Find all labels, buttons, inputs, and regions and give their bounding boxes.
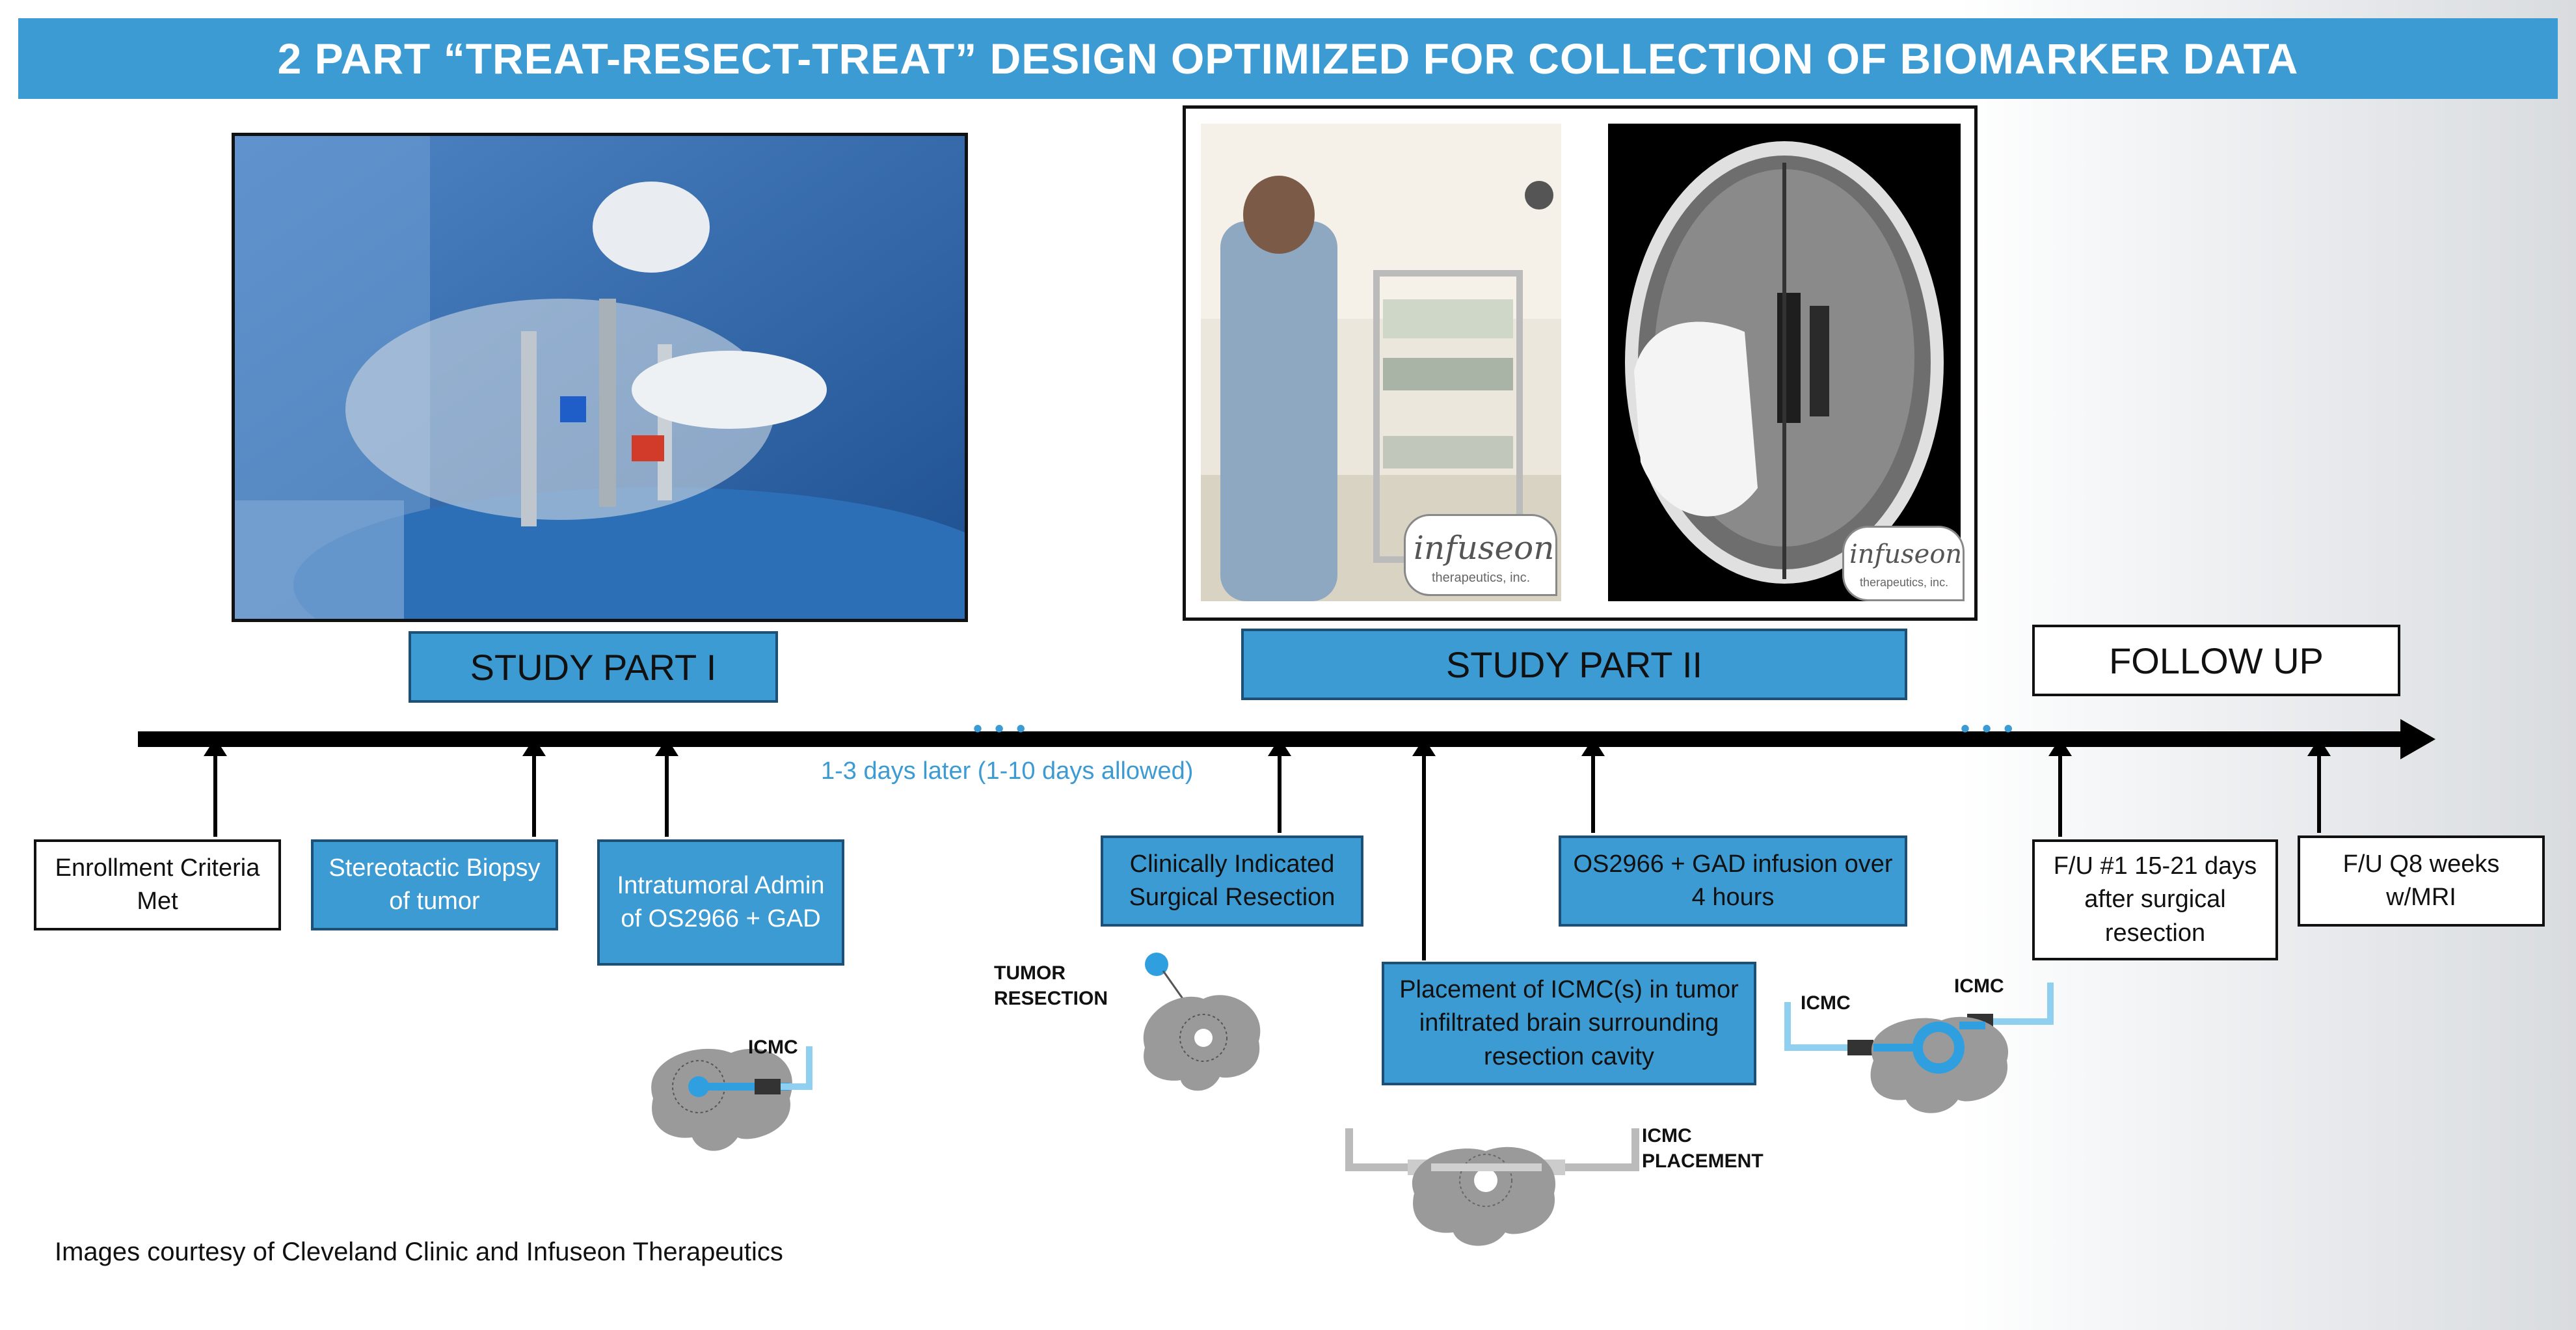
- arrow-resection: [1268, 738, 1291, 833]
- brain-icmc-illustration: [651, 1046, 812, 1151]
- infuseon-logo-2: infuseon therapeutics, inc.: [1842, 526, 1965, 601]
- fuq8-box: F/U Q8 weeks w/MRI: [2298, 835, 2545, 927]
- arrow-infusion: [1581, 738, 1605, 833]
- brain-icmc-placement-illustration: [1345, 1128, 1639, 1246]
- infusion-box: OS2966 + GAD infusion over 4 hours: [1559, 835, 1907, 927]
- arrow-placement: [1412, 738, 1436, 960]
- resection-box: Clinically Indicated Surgical Resection: [1101, 835, 1363, 927]
- brain-dual-icmc-illustration: [1784, 983, 2054, 1113]
- tumor-resection-label: TUMOR RESECTION: [994, 962, 1108, 1009]
- fu1-box: F/U #1 15-21 days after surgical resecti…: [2032, 839, 2278, 960]
- surgery-photo-frame: [232, 133, 968, 622]
- enrollment-box: Enrollment Criteria Met: [34, 839, 281, 930]
- timeline-gap-dots-2: • • •: [1961, 714, 2016, 743]
- image-credits: Images courtesy of Cleveland Clinic and …: [55, 1238, 783, 1266]
- study-part-1-label: STUDY PART I: [409, 631, 778, 703]
- arrow-fuq8: [2307, 738, 2331, 833]
- arrow-admin: [655, 738, 678, 837]
- arrow-biopsy: [522, 738, 546, 837]
- icmc-label-1: ICMC: [748, 1037, 798, 1058]
- brain-mri-image: [1608, 124, 1961, 601]
- brain-tumor-resection-illustration: [1143, 953, 1261, 1091]
- infuseon-logo-1: infuseon therapeutics, inc.: [1404, 514, 1557, 596]
- follow-up-label: FOLLOW UP: [2032, 625, 2400, 696]
- biopsy-box: Stereotactic Biopsy of tumor: [311, 839, 558, 930]
- admin-box: Intratumoral Admin of OS2966 + GAD: [597, 839, 844, 966]
- placement-box: Placement of ICMC(s) in tumor infiltrate…: [1382, 962, 1756, 1085]
- surgery-photo: [235, 136, 965, 619]
- timeline-gap-label: 1-3 days later (1-10 days allowed): [821, 757, 1194, 785]
- study-part-2-label: STUDY PART II: [1241, 629, 1907, 700]
- icmc-placement-label: ICMC PLACEMENT: [1642, 1125, 1764, 1172]
- arrow-fu1: [2048, 738, 2072, 837]
- timeline-gap-dots-1: • • •: [973, 714, 1028, 743]
- icmc-label-3: ICMC: [1954, 975, 2004, 997]
- icmc-label-2: ICMC: [1801, 992, 1851, 1014]
- arrow-enrollment: [204, 738, 227, 837]
- slide-title: 2 PART “TREAT-RESECT-TREAT” DESIGN OPTIM…: [18, 18, 2558, 99]
- timeline-arrowhead: [2400, 719, 2435, 759]
